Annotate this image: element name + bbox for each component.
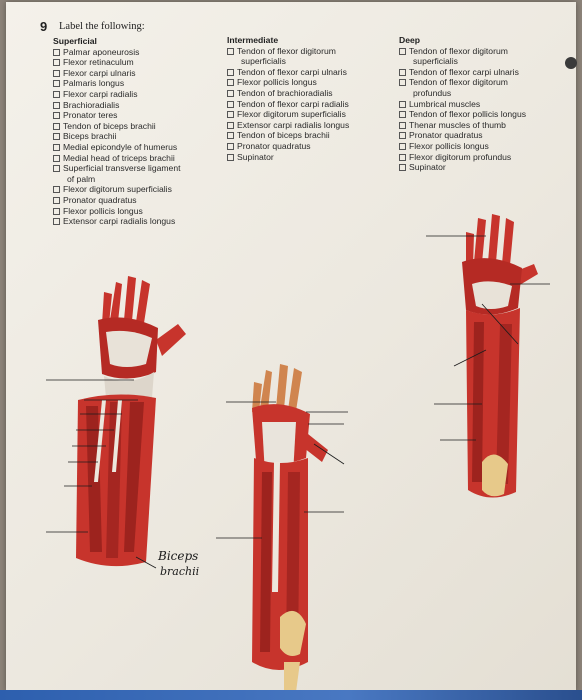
checklist-item: Pronator quadratus: [53, 195, 218, 206]
checklist-item: Medial epicondyle of humerus: [53, 142, 218, 153]
binder-hole-icon: [565, 57, 577, 69]
checklist-item: Flexor digitorum superficialis: [227, 109, 387, 120]
checklist-item: Flexor carpi radialis: [53, 89, 218, 100]
intermediate-arm-muscles: [252, 364, 328, 692]
checklist-item: Flexor retinaculum: [53, 57, 218, 68]
bottom-screen-edge: [0, 690, 582, 700]
checklist-item: Thenar muscles of thumb: [399, 120, 564, 131]
checklist-item: Tendon of flexor pollicis longus: [399, 109, 564, 120]
checklist-item: Tendon of flexor digitorum: [399, 77, 564, 88]
handwritten-label-line1: Biceps: [158, 549, 199, 563]
checklist-item: Tendon of flexor digitorum: [227, 46, 387, 57]
checklist-item: Biceps brachii: [53, 131, 218, 142]
checklist-item: Lumbrical muscles: [399, 99, 564, 110]
question-number: 9: [40, 19, 48, 34]
checklist-item: Palmar aponeurosis: [53, 47, 218, 58]
checklist-item: Palmaris longus: [53, 78, 218, 89]
checklist-item-continuation: superficialis: [413, 56, 458, 67]
checklist-item: Supinator: [399, 162, 564, 173]
checklist-item: Tendon of flexor carpi ulnaris: [399, 67, 564, 78]
checklist-item-continuation: superficialis: [241, 56, 286, 67]
checklist-item: Pronator quadratus: [399, 130, 564, 141]
intermediate-forearm-illustration: [216, 364, 348, 692]
intermediate-heading: Intermediate: [227, 35, 279, 45]
intermediate-label-lines: [216, 401, 348, 539]
superficial-heading: Superficial: [53, 36, 97, 46]
deep-label-lines: [426, 235, 550, 441]
checklist-item-continuation: profundus: [413, 87, 452, 98]
checklist-item-continuation: of palm: [67, 173, 96, 184]
checklist-item: Tendon of flexor carpi ulnaris: [227, 67, 387, 78]
checklist-item: Flexor pollicis longus: [227, 77, 387, 88]
checklist-item: Brachioradialis: [53, 100, 218, 111]
question-title: Label the following:: [59, 21, 145, 32]
checklist-item: Tendon of biceps brachii: [53, 121, 218, 132]
checklist-item: Tendon of brachioradialis: [227, 88, 387, 99]
checklist-item: Flexor digitorum profundus: [399, 152, 564, 163]
superficial-forearm-illustration: [46, 276, 186, 569]
worksheet-page: 9 Label the following: Superficial Palma…: [6, 2, 577, 692]
checklist-item: Extensor carpi radialis longus: [53, 216, 218, 227]
handwritten-label-line2: brachii: [160, 565, 200, 578]
checklist-item: Extensor carpi radialis longus: [227, 120, 387, 131]
checklist-item: Tendon of biceps brachii: [227, 130, 387, 141]
checklist-item: Supinator: [227, 152, 387, 163]
checklist-item: Medial head of triceps brachii: [53, 153, 218, 164]
deep-arm-muscles: [462, 214, 538, 498]
deep-heading: Deep: [399, 35, 421, 45]
checklist-item: Tendon of flexor digitorum: [399, 46, 564, 57]
checklist-item: Pronator quadratus: [227, 141, 387, 152]
superficial-arm-muscles: [76, 276, 186, 567]
checklist-item: Flexor pollicis longus: [399, 141, 564, 152]
checklist-item: Flexor pollicis longus: [53, 206, 218, 217]
checklist-item: Flexor digitorum superficialis: [53, 184, 218, 195]
checklist-item: Tendon of flexor carpi radialis: [227, 99, 387, 110]
deep-forearm-illustration: [426, 214, 550, 498]
checklist-item: Pronator teres: [53, 110, 218, 121]
checklist-item: Flexor carpi ulnaris: [53, 68, 218, 79]
superficial-label-lines: [46, 379, 157, 569]
checklist-item: Superficial transverse ligament: [53, 163, 218, 174]
